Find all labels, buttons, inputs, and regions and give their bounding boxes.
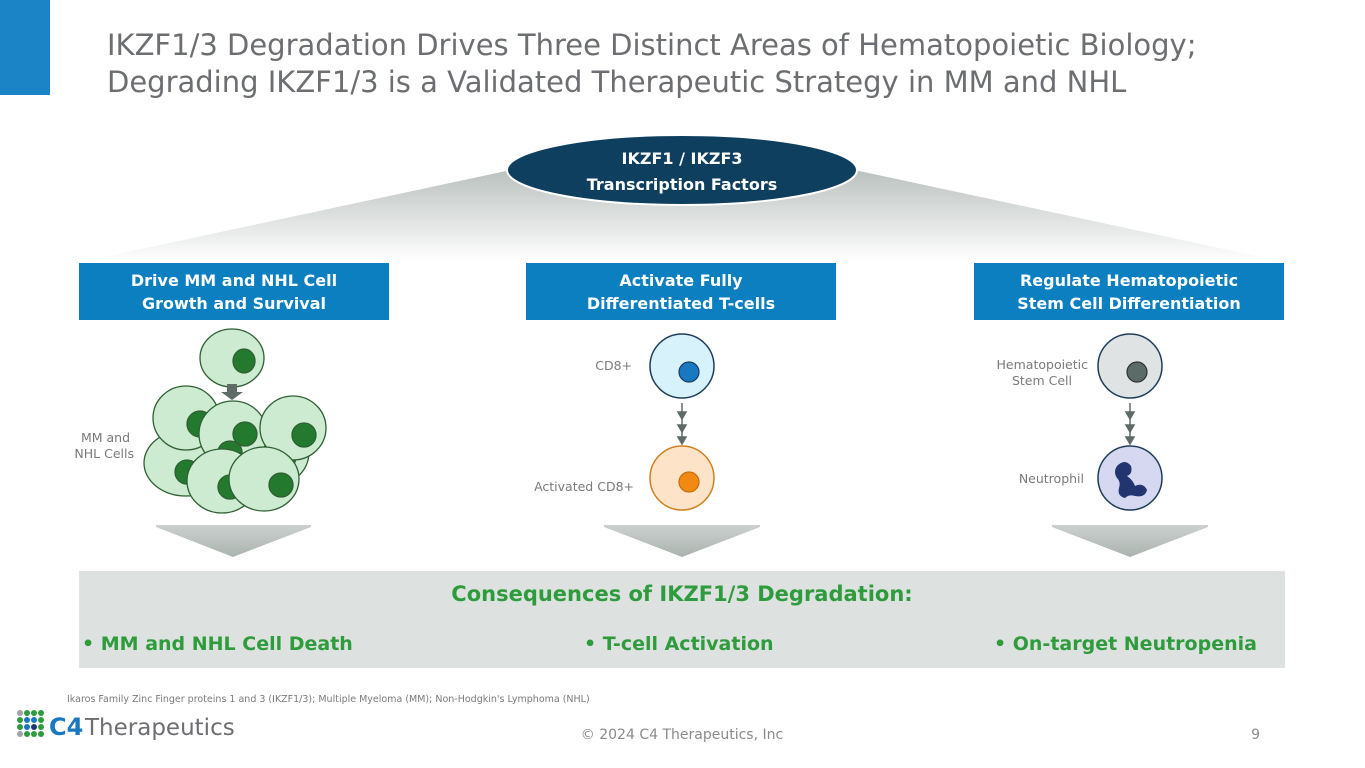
fan-connector (80, 168, 1285, 262)
header-line1: Drive MM and NHL Cell (131, 271, 337, 290)
consequences-panel (79, 571, 1285, 668)
stem-cell-label-line1: Hematopoietic (997, 357, 1089, 372)
cd8-label: CD8+ (595, 358, 632, 373)
slide-title-line1: IKZF1/3 Degradation Drives Three Distinc… (107, 28, 1196, 62)
header-line1: Activate Fully (619, 271, 743, 290)
slide-title-line2: Degrading IKZF1/3 is a Validated Therape… (107, 65, 1126, 99)
mm-nhl-cells-illustration (143, 328, 327, 514)
hub-line2: Transcription Factors (587, 175, 777, 194)
logo-name: Therapeutics (84, 715, 235, 741)
footnote: Ikaros Family Zinc Finger proteins 1 and… (67, 694, 590, 705)
mm-nhl-label-line2: NHL Cells (74, 446, 134, 461)
hub-ellipse (506, 134, 858, 206)
logo-c4: C4 (49, 713, 83, 741)
logo-dots-icon (17, 710, 44, 737)
column-header-stem: Regulate Hematopoietic Stem Cell Differe… (974, 263, 1284, 320)
mm-nhl-label-line1: MM and (81, 430, 130, 445)
arrow-down-icon (1124, 403, 1136, 446)
header-line1: Regulate Hematopoietic (1020, 271, 1238, 290)
cd8-cell-icon (649, 333, 715, 399)
copyright: © 2024 C4 Therapeutics, Inc (581, 727, 783, 743)
stem-cell-icon (1097, 333, 1163, 399)
consequence-item: • MM and NHL Cell Death (82, 633, 353, 655)
consequence-item: • On-target Neutropenia (994, 633, 1257, 655)
consequence-item: • T-cell Activation (584, 633, 774, 655)
consequences-title: Consequences of IKZF1/3 Degradation: (451, 582, 912, 606)
activated-cd8-cell-icon (649, 445, 715, 511)
activated-cd8-label: Activated CD8+ (534, 479, 634, 494)
down-chevron-arrow (604, 527, 760, 557)
header-line2: Stem Cell Differentiation (1017, 294, 1241, 313)
header-line2: Growth and Survival (142, 294, 326, 313)
arrow-down-icon (676, 403, 688, 446)
column-header-tcells: Activate Fully Differentiated T-cells (526, 263, 836, 320)
column-header-growth: Drive MM and NHL Cell Growth and Surviva… (79, 263, 389, 320)
down-chevron-arrow (156, 527, 311, 557)
hub-line1: IKZF1 / IKZF3 (621, 149, 742, 168)
header-line2: Differentiated T-cells (587, 294, 775, 313)
c4-logo: C4 Therapeutics (17, 710, 235, 741)
neutrophil-icon (1097, 445, 1163, 511)
neutrophil-label: Neutrophil (1019, 471, 1084, 486)
down-chevron-arrow (1052, 527, 1208, 557)
stem-cell-label-line2: Stem Cell (1012, 373, 1072, 388)
accent-bar (0, 0, 50, 95)
page-number: 9 (1251, 727, 1260, 743)
